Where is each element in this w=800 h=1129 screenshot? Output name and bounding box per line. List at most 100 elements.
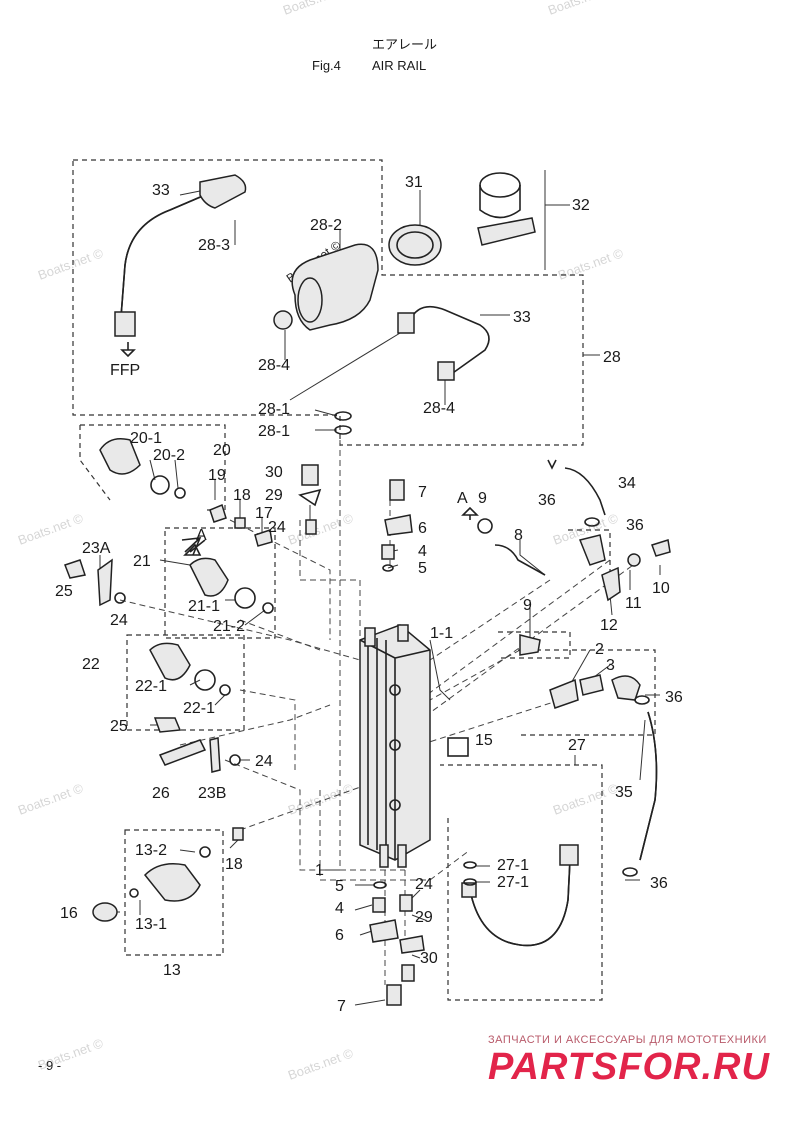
part-label: 4: [418, 543, 427, 560]
watermark: Boats.net ©: [286, 780, 356, 818]
watermark: Boats.net ©: [556, 245, 626, 283]
part-label: 10: [652, 580, 670, 597]
part-label: 22-1: [183, 700, 215, 717]
part-labels: 33 28-3 28-2 31 32 33 28 28-4 28-4 28-1 …: [55, 174, 683, 1015]
group-20-frame-side: [79, 425, 111, 501]
brand-name: PARTSFOR.RU: [488, 1046, 770, 1088]
part-label: 13: [163, 962, 181, 979]
part-label: FFP: [110, 362, 140, 379]
part-label: 20-1: [130, 430, 162, 447]
part-label: 27-1: [497, 857, 529, 874]
part-label: 33: [513, 309, 531, 326]
group-27-frame: [440, 764, 603, 1001]
part-label: 28-4: [258, 357, 290, 374]
title-english: AIR RAIL: [372, 58, 426, 73]
part-label: 30: [420, 950, 438, 967]
part-label: 6: [335, 927, 344, 944]
watermark: Boats.net ©: [551, 780, 621, 818]
part-label: 25: [110, 718, 128, 735]
group-28-frame: [72, 159, 584, 446]
part-label: 29: [415, 909, 433, 926]
watermark: Boats.net ©: [286, 1045, 356, 1083]
part-label: 21: [133, 553, 151, 570]
part-label: 13-2: [135, 842, 167, 859]
part-label: 28-1: [258, 423, 290, 440]
part-label: 13-1: [135, 916, 167, 933]
part-label: 22: [82, 656, 100, 673]
part-label: 12: [600, 617, 618, 634]
part-label: 36: [650, 875, 668, 892]
group-frames: [72, 159, 656, 1001]
part-label: 36: [665, 689, 683, 706]
part-label: 24: [255, 753, 273, 770]
figure-number: Fig.4: [312, 58, 341, 73]
right-side-parts: [181, 459, 671, 1006]
part-label: 28-1: [258, 401, 290, 418]
part-label: 8: [514, 527, 523, 544]
watermark: Boats.net ©: [36, 245, 106, 283]
part-label: 28-4: [423, 400, 455, 417]
watermark: Boats.net ©: [16, 780, 86, 818]
group-22-frame: [126, 634, 245, 731]
part-label: 34: [618, 475, 636, 492]
part-label: 27: [568, 737, 586, 754]
watermark: Boats.net ©: [281, 0, 351, 18]
part-label: 1-1: [430, 625, 453, 642]
part-label: 20: [213, 442, 231, 459]
part-label: 9: [478, 490, 487, 507]
part-label: 7: [337, 998, 346, 1015]
part-label: 4: [335, 900, 344, 917]
part-label: 6: [418, 520, 427, 537]
part-label: 28-2: [310, 217, 342, 234]
part-label: 33: [152, 182, 170, 199]
part-label: 24: [110, 612, 128, 629]
part-label: 5: [335, 878, 344, 895]
part-label: 23A: [82, 540, 111, 557]
part-label: 22-1: [135, 678, 167, 695]
group-13-frame: [124, 829, 224, 956]
part-label: 28: [603, 349, 621, 366]
part-label: 19: [208, 467, 226, 484]
part-label: 28-3: [198, 237, 230, 254]
part-label: 24: [415, 876, 433, 893]
part-label: 15: [475, 732, 493, 749]
group-21-frame: [164, 527, 276, 639]
brand-tagline: ЗАПЧАСТИ И АКСЕССУАРЫ ДЛЯ МОТОТЕХНИКИ: [488, 1034, 767, 1046]
part-label: 23B: [198, 785, 226, 802]
part-label: 1: [315, 862, 324, 879]
watermark: Boats.net ©: [16, 510, 86, 548]
injector-parts: [64, 438, 274, 922]
brand-logo: ЗАПЧАСТИ И АКСЕССУАРЫ ДЛЯ МОТОТЕХНИКИ PA…: [488, 1034, 788, 1088]
part-label: 21-2: [213, 618, 245, 635]
air-rail-body: [359, 624, 431, 868]
part-label: 29: [265, 487, 283, 504]
part-label: 18: [233, 487, 251, 504]
group-20-frame: [80, 424, 226, 511]
part-label: 24: [268, 519, 286, 536]
group-9-frame: [498, 631, 571, 659]
watermark: Boats.net ©: [286, 510, 356, 548]
part-label: 7: [418, 484, 427, 501]
group-2-3-frame: [518, 649, 656, 736]
part-label: 36: [538, 492, 556, 509]
part-label: 18: [225, 856, 243, 873]
filter-assembly: [114, 172, 536, 435]
part-label: 27-1: [497, 874, 529, 891]
part-label: 5: [418, 560, 427, 577]
part-label: 35: [615, 784, 633, 801]
title-japanese: エアレール: [372, 37, 437, 52]
part-label: 9: [523, 597, 532, 614]
part-label: 26: [152, 785, 170, 802]
part-label: 31: [405, 174, 423, 191]
part-label: 17: [255, 505, 273, 522]
part-label: 30: [265, 464, 283, 481]
part-label: 2: [595, 641, 604, 658]
part-label: 36: [626, 517, 644, 534]
part-label: 20-2: [153, 447, 185, 464]
watermark: Boats.net ©: [546, 0, 616, 18]
group-8-frame: [568, 529, 611, 580]
part-label: 25: [55, 583, 73, 600]
part-label: 16: [60, 905, 78, 922]
page-number: - 9 -: [38, 1058, 62, 1073]
